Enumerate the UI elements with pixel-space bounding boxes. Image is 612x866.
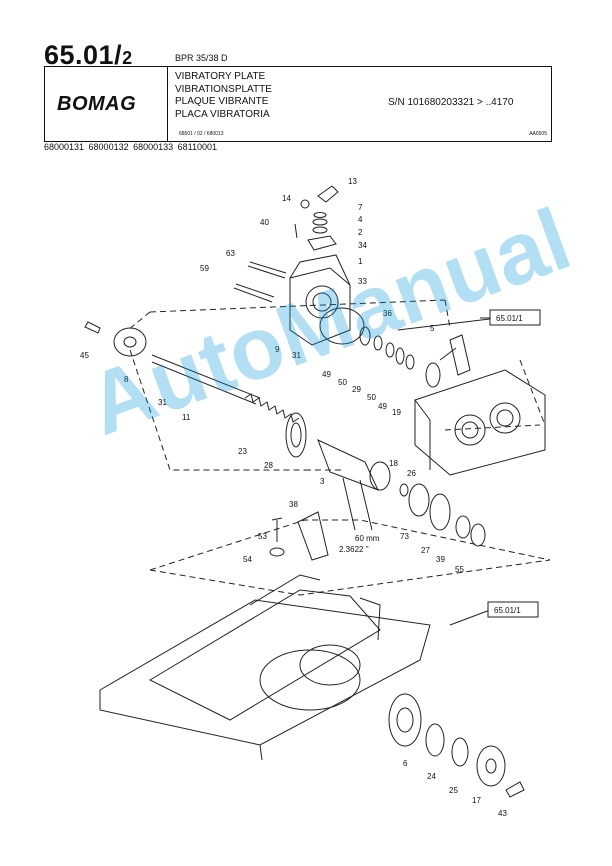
base-plate: [99, 599, 431, 746]
callout-14: 14: [282, 194, 291, 203]
callout-25: 25: [449, 786, 458, 795]
callout-28: 28: [264, 461, 273, 470]
callout-23: 23: [238, 447, 247, 456]
title-fr: PLAQUE VIBRANTE: [175, 96, 269, 107]
title-es: PLACA VIBRATORIA: [175, 108, 270, 120]
bolt-45: [84, 321, 101, 334]
bearing-housing: [289, 254, 351, 346]
callout-31a: 31: [292, 351, 301, 360]
callout-50b: 50: [367, 393, 376, 402]
bolt-53: [271, 517, 283, 542]
flange: [113, 327, 147, 357]
o-ring: [319, 307, 365, 345]
reference-code: 68501 / 02 / 680013: [179, 131, 224, 137]
callout-40: 40: [260, 218, 269, 227]
callout-7: 7: [358, 203, 363, 212]
brand-text: BOMAG: [57, 93, 137, 115]
bolt-43: [505, 781, 525, 798]
callout-24: 24: [427, 772, 436, 781]
callout-18: 18: [389, 459, 398, 468]
callout-36: 36: [383, 309, 392, 318]
callout-5: 5: [430, 324, 435, 333]
callout-49a: 49: [322, 370, 331, 379]
callout-53: 53: [258, 532, 267, 541]
dashed-outline-lower: [149, 519, 551, 596]
serial-number: S/N 101680203321 > ..4170: [388, 97, 514, 108]
callout-31b: 31: [158, 398, 167, 407]
callout-1: 1: [358, 257, 363, 266]
title-en: VIBRATORY PLATE: [175, 71, 266, 82]
callout-11: 11: [182, 413, 191, 422]
header-box: BOMAG VIBRATORY PLATE VIBRATIONSPLATTE P…: [44, 66, 552, 142]
spring: [244, 393, 300, 423]
dimension-mm: 60 mm: [355, 534, 380, 543]
callout-63: 63: [226, 249, 235, 258]
callout-ref-65-01-1: 65.01/1: [496, 314, 523, 323]
callout-6: 6: [403, 759, 408, 768]
callout-33: 33: [358, 277, 367, 286]
dimension-inch: 2.3622 ": [339, 545, 369, 554]
part-number-list: 68000131 68000132 68000133 68110001: [44, 142, 218, 152]
callout-29: 29: [352, 385, 361, 394]
callout-ref-65-01-1-b: 65.01/1: [494, 606, 521, 615]
callout-59: 59: [200, 264, 209, 273]
callout-2: 2: [358, 228, 363, 237]
drawing-code: AA6505: [529, 131, 547, 137]
callout-19: 19: [392, 408, 401, 417]
callout-8: 8: [124, 375, 129, 384]
callout-39: 39: [436, 555, 445, 564]
title-block: VIBRATORY PLATE VIBRATIONSPLATTE PLAQUE …: [175, 71, 272, 121]
callout-27: 27: [421, 546, 430, 555]
callout-3: 3: [320, 477, 325, 486]
top-bracket: [307, 235, 337, 251]
callout-9: 9: [275, 345, 280, 354]
dimension-line: [342, 477, 373, 531]
callout-54: 54: [243, 555, 252, 564]
gear: [388, 693, 422, 747]
eccentric-shaft: [317, 439, 379, 491]
page-number: 65.01/2: [44, 40, 133, 70]
shaft: [151, 354, 261, 405]
callout-49b: 49: [378, 402, 387, 411]
callout-26: 26: [407, 469, 416, 478]
gearbox-housing: [414, 369, 546, 476]
callout-34: 34: [358, 241, 367, 250]
callout-50a: 50: [338, 378, 347, 387]
callout-13: 13: [348, 177, 357, 186]
title-de: VIBRATIONSPLATTE: [175, 83, 272, 95]
brand-logo: BOMAG: [45, 67, 168, 141]
dashed-outline-right: [444, 359, 546, 431]
callout-55: 55: [455, 565, 464, 574]
callout-73: 73: [400, 532, 409, 541]
dashed-outline: [127, 299, 451, 471]
model-name: BPR 35/38 D: [175, 53, 228, 63]
callout-17: 17: [472, 796, 481, 805]
bracket: [297, 511, 329, 561]
callout-38: 38: [289, 500, 298, 509]
callout-4: 4: [358, 215, 363, 224]
bolt-59: [233, 283, 275, 303]
callout-45: 45: [80, 351, 89, 360]
lever: [439, 334, 471, 376]
bolt-63: [247, 261, 287, 279]
callout-43: 43: [498, 809, 507, 818]
